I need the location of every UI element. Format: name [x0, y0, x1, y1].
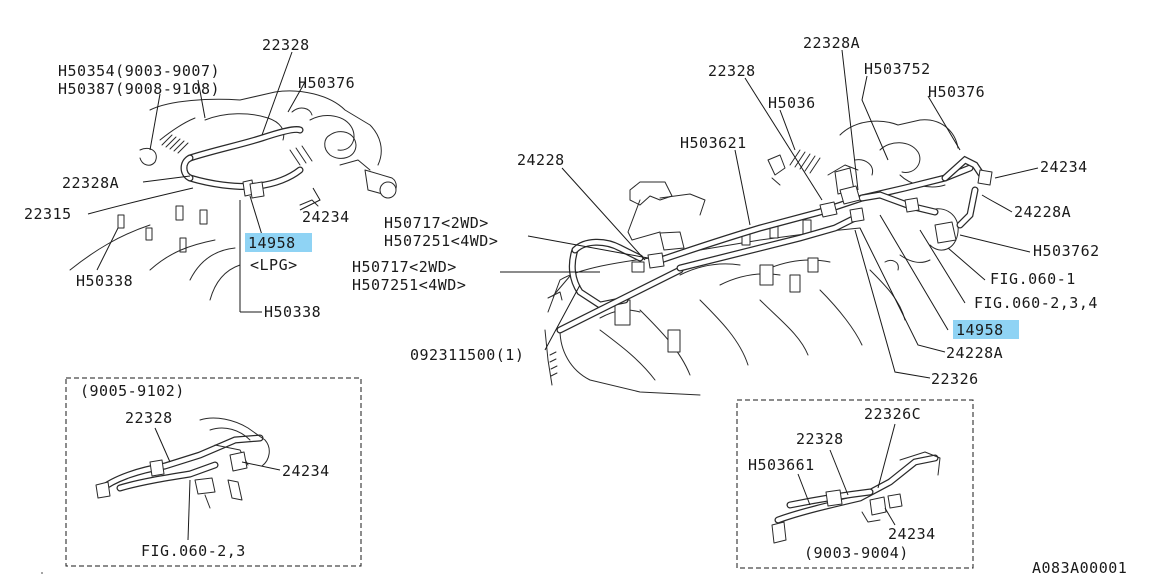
callout-range-9003-9004: (9003-9004) [804, 544, 909, 562]
callout-24234-top-left: 24234 [302, 208, 350, 226]
callout-h503621: H503621 [680, 134, 747, 152]
callout-22328-main: 22328 [708, 62, 756, 80]
callout-h507251-lower: H507251<4WD> [352, 276, 466, 294]
callout-24228: 24228 [517, 151, 565, 169]
callout-h503762: H503762 [1033, 242, 1100, 260]
callout-24234-inset-left: 24234 [282, 462, 330, 480]
callout-092311500: 092311500(1) [410, 346, 524, 364]
callout-fig060-23[interactable]: FIG.060-2,3 [141, 542, 246, 560]
callout-h507251-upper: H507251<4WD> [384, 232, 498, 250]
callout-fig060-1[interactable]: FIG.060-1 [990, 270, 1076, 288]
top-left-leaders [87, 51, 321, 313]
callout-h50338-left: H50338 [76, 272, 133, 290]
callout-14958-top-left[interactable]: 14958 [248, 234, 296, 252]
callout-22326: 22326 [931, 370, 979, 388]
top-left-labels: 22328 H50354(9003-9007) H50387(9008-9108… [24, 36, 355, 321]
main-engine-illustration [544, 119, 993, 396]
callout-range-9005-9102: (9005-9102) [80, 382, 185, 400]
main-labels: 22328A 22328 H503752 H5036 H50376 H50362… [352, 34, 1100, 388]
callout-24228a-main-upper: 24228A [1014, 203, 1071, 221]
callout-lpg: <LPG> [250, 256, 298, 274]
callout-22328-inset-left: 22328 [125, 409, 173, 427]
callout-fig060-234[interactable]: FIG.060-2,3,4 [974, 294, 1098, 312]
callout-24234-inset-right: 24234 [888, 525, 936, 543]
callout-h50387: H50387(9008-9108) [58, 80, 220, 98]
callout-24234-main: 24234 [1040, 158, 1088, 176]
highlight-14958-top-left [245, 233, 312, 252]
callout-22328-inset-right: 22328 [796, 430, 844, 448]
callout-24228a-main-lower: 24228A [946, 344, 1003, 362]
main-leaders [500, 49, 1039, 379]
top-left-illustration [69, 90, 397, 301]
callout-h50717-lower: H50717<2WD> [352, 258, 457, 276]
callout-h503661: H503661 [748, 456, 815, 474]
callout-h50376-top-left: H50376 [298, 74, 355, 92]
callout-h503752: H503752 [864, 60, 931, 78]
corner-dot [41, 572, 43, 574]
callout-h5036: H5036 [768, 94, 816, 112]
figure-code: A083A00001 [1032, 559, 1127, 576]
inset-frame-bottom-left [65, 377, 362, 567]
callout-h50354: H50354(9003-9007) [58, 62, 220, 80]
inset-frame-bottom-right [736, 399, 974, 569]
callout-h50376-main: H50376 [928, 83, 985, 101]
inset-bottom-right: 22326C 22328 H503661 24234 (9003-9004) [736, 399, 974, 569]
callout-22315: 22315 [24, 205, 72, 223]
callout-h50338-right: H50338 [264, 303, 321, 321]
callout-22326c: 22326C [864, 405, 921, 423]
callout-22328a-main: 22328A [803, 34, 860, 52]
highlight-14958-main [953, 320, 1019, 339]
callout-14958-main[interactable]: 14958 [956, 321, 1004, 339]
callout-22328a-top-left: 22328A [62, 174, 119, 192]
inset-bottom-left: (9005-9102) 22328 24234 FIG.060-2,3 [65, 377, 362, 567]
callout-22328-top-left: 22328 [262, 36, 310, 54]
callout-h50717-upper: H50717<2WD> [384, 214, 489, 232]
